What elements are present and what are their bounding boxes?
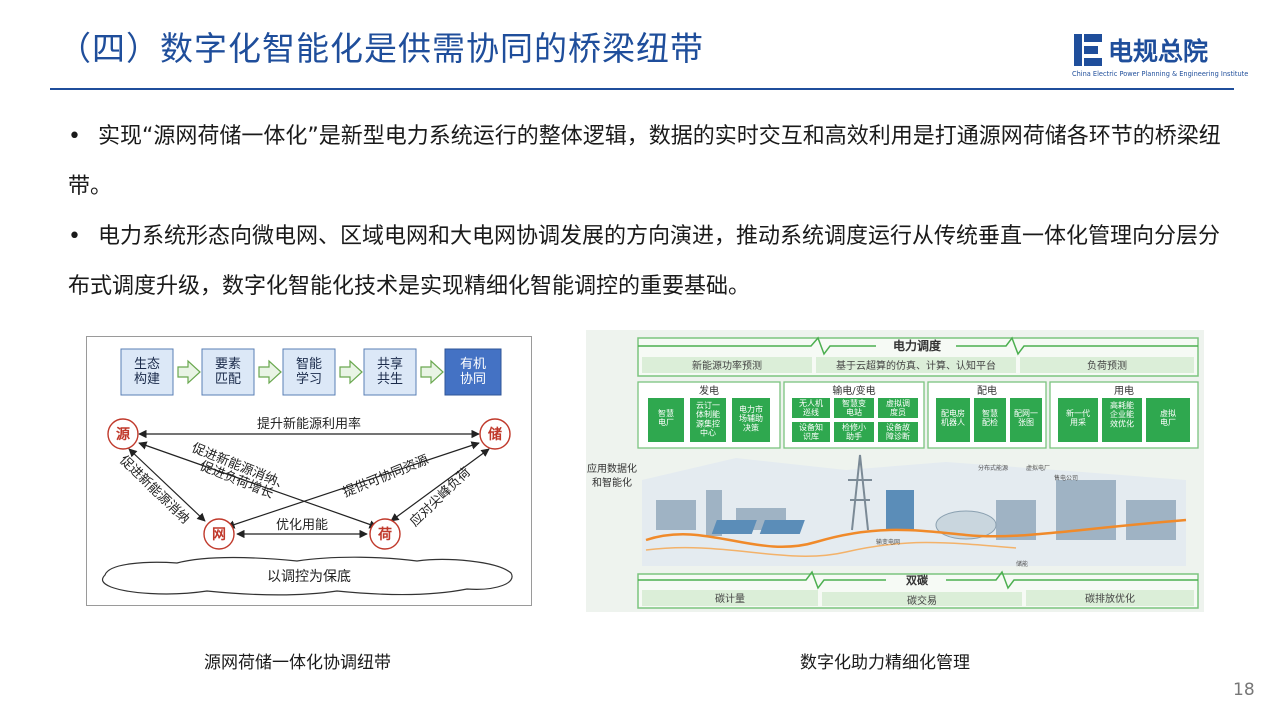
tile-label: 虚拟调度员	[886, 398, 910, 417]
figure-digital-management: 电力调度 新能源功率预测 基于云超算的仿真、计算、认知平台 负荷预测 应用数据化…	[586, 330, 1204, 612]
tile-label: 虚拟电厂	[1160, 408, 1176, 427]
energy-scene-illustration: 分布式能源 虚拟电厂 售电公司 输变电网 储能	[642, 454, 1187, 568]
step-label: 有机协同	[460, 357, 486, 387]
node-grid: 网	[212, 527, 226, 543]
tile-label: 电力市场辅助决策	[739, 404, 763, 432]
scene-label: 储能	[1016, 560, 1028, 568]
figure-source-grid-load-storage: 生态构建 要素匹配 智能学习 共享共生 有机协同 源 储 网 荷	[86, 336, 532, 606]
tile-label: 检修小助手	[842, 422, 866, 441]
diagram-svg: 生态构建 要素匹配 智能学习 共享共生 有机协同 源 储 网 荷	[101, 348, 513, 596]
carbon-item: 碳计量	[715, 592, 745, 605]
group-title: 用电	[1114, 384, 1134, 397]
figure2-caption: 数字化助力精细化管理	[800, 653, 970, 673]
tile-label: 设备故障诊断	[886, 422, 910, 441]
tile-label: 新一代用采	[1066, 408, 1090, 427]
side-label: 应用数据化	[587, 462, 637, 475]
edge-label-top: 提升新能源利用率	[257, 416, 361, 432]
bullet-text: 电力系统形态向微电网、区域电网和大电网协调发展的方向演进，推动系统调度运行从传统…	[68, 224, 1221, 299]
carbon-title: 双碳	[906, 573, 929, 587]
node-storage: 储	[487, 426, 502, 443]
tile-label: 高耗能企业能效优化	[1110, 400, 1134, 428]
step-label: 共享共生	[377, 356, 403, 387]
scene-label: 分布式能源	[978, 464, 1008, 472]
bullet-list: •实现“源网荷储一体化”是新型电力系统运行的整体逻辑，数据的实时交互和高效利用是…	[68, 112, 1228, 312]
tile-label: 无人机巡线	[799, 398, 823, 417]
group-title: 输电/变电	[832, 384, 875, 397]
tile-label: 智慧电厂	[658, 408, 674, 427]
step-label: 智能学习	[296, 357, 322, 387]
tile-label: 设备知识库	[799, 422, 823, 441]
group-title: 发电	[699, 384, 719, 397]
carbon-item: 碳排放优化	[1085, 592, 1135, 605]
group-title: 配电	[977, 384, 997, 397]
tile-label: 智慧变电站	[842, 398, 866, 417]
scene-label: 售电公司	[1054, 474, 1078, 482]
bullet-marker: •	[68, 124, 81, 149]
tile-label: 云订一体制能源集控中心	[696, 400, 720, 438]
edge-label-right: 应对尖峰负荷	[407, 464, 474, 530]
dispatch-title: 电力调度	[893, 338, 942, 353]
base-label: 以调控为保底	[267, 569, 351, 585]
dispatch-item: 负荷预测	[1087, 359, 1127, 372]
node-source: 源	[116, 426, 130, 443]
side-label: 和智能化	[592, 476, 632, 489]
digital-panel-svg: 电力调度 新能源功率预测 基于云超算的仿真、计算、认知平台 负荷预测 应用数据化…	[587, 336, 1199, 609]
bullet-item: •电力系统形态向微电网、区域电网和大电网协调发展的方向演进，推动系统调度运行从传…	[68, 212, 1228, 312]
scene-label: 虚拟电厂	[1026, 464, 1050, 472]
tile-label: 配网一张图	[1014, 409, 1038, 427]
edge-label-diag2: 提供可协同资源	[341, 452, 431, 501]
step-label: 生态构建	[134, 357, 160, 387]
step-row	[120, 348, 502, 396]
scene-label: 输变电网	[876, 538, 900, 546]
logo: 电规总院 China Electric Power Planning & Eng…	[1072, 30, 1248, 82]
tile-label: 配电房机器人	[941, 408, 965, 427]
dispatch-item: 基于云超算的仿真、计算、认知平台	[836, 359, 996, 372]
edge-label-bottom: 优化用能	[276, 518, 328, 533]
bullet-marker: •	[68, 224, 81, 249]
logo-name: 电规总院	[1108, 37, 1209, 66]
page-number: 18	[1233, 680, 1255, 700]
base-cloud-shape	[101, 556, 513, 596]
title-divider	[50, 88, 1234, 90]
edge-label-left: 促进新能源消纳	[116, 452, 193, 527]
carbon-item: 碳交易	[907, 594, 937, 607]
bullet-text: 实现“源网荷储一体化”是新型电力系统运行的整体逻辑，数据的实时交互和高效利用是打…	[68, 124, 1221, 199]
slide-title: （四）数字化智能化是供需协同的桥梁纽带	[58, 29, 704, 68]
step-label: 要素匹配	[215, 357, 241, 387]
node-load: 荷	[377, 526, 392, 543]
tile-label: 智慧配检	[982, 408, 998, 427]
bullet-item: •实现“源网荷储一体化”是新型电力系统运行的整体逻辑，数据的实时交互和高效利用是…	[68, 112, 1228, 212]
figure1-caption: 源网荷储一体化协调纽带	[204, 653, 391, 673]
logo-subtitle: China Electric Power Planning & Engineer…	[1072, 70, 1249, 78]
logo-mark-icon	[1074, 34, 1102, 66]
dispatch-item: 新能源功率预测	[692, 359, 762, 372]
